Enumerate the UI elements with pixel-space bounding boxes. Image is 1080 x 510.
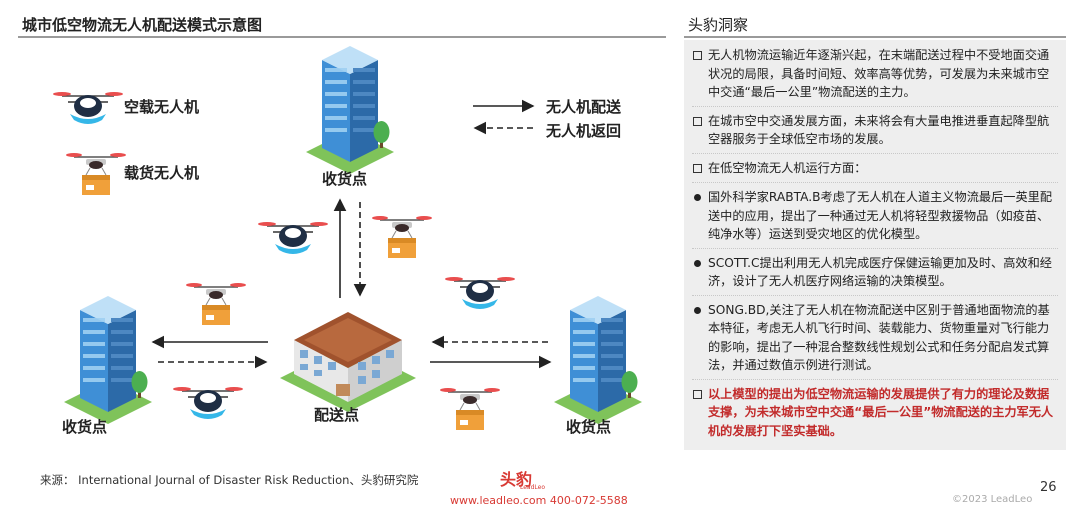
delivery-mode-diagram: 空载无人机 载货无人机 无人机配送 无人机返回 收货点 收货点 收货点 配送点 (18, 40, 666, 460)
insight-text: 以上模型的提出为低空物流运输的发展提供了有力的理论及数据支撑，为未来城市空中交通… (708, 386, 1054, 438)
brand-logo: 头豹 (500, 470, 533, 489)
contact-info[interactable]: www.leadleo.com 400-072-5588 (450, 494, 628, 507)
checkbox-bullet-icon (692, 116, 702, 126)
insight-text: 在低空物流无人机运行方面： (708, 160, 867, 175)
receive-point-top-building (306, 46, 394, 174)
dot-bullet-icon (693, 194, 701, 201)
legend-cargo-drone-icon (65, 152, 127, 196)
right-title: 头豹洞察 (688, 16, 749, 34)
insight-text: 国外科学家RABTA.B考虑了无人机在人道主义物流最后一英里配送中的应用，提出了… (708, 190, 1053, 241)
legend-delivery-label: 无人机配送 (546, 98, 622, 116)
insight-item: SCOTT.C提出利用无人机完成医疗保健运输更加及时、高效和经济，设计了无人机医… (692, 254, 1058, 296)
receive-point-left-label: 收货点 (62, 418, 108, 436)
legend-empty-drone-icon (52, 91, 124, 125)
insight-panel: 无人机物流运输近年逐渐兴起，在末端配送过程中不受地面交通状况的局限，具备时间短、… (684, 40, 1066, 450)
copyright: ©2023 LeadLeo (952, 494, 1033, 505)
dot-bullet-icon (693, 306, 701, 314)
brand-logo-sub: LeadLeo (520, 484, 546, 491)
page-number: 26 (1040, 480, 1057, 495)
checkbox-bullet-icon (692, 163, 702, 173)
cargo-drone-icon (185, 282, 247, 326)
insight-item: 在城市空中交通发展方面，未来将会有大量电推进垂直起降型航空器服务于全球低空市场的… (692, 112, 1058, 154)
receive-point-left-building (64, 296, 152, 424)
left-title-rule (18, 36, 666, 38)
insight-text: SCOTT.C提出利用无人机完成医疗保健运输更加及时、高效和经济，设计了无人机医… (708, 255, 1052, 289)
right-title-rule (684, 36, 1066, 38)
insight-text: SONG.BD,关注了无人机在物流配送中区别于普通地面物流的基本特征，考虑无人机… (708, 302, 1050, 373)
dot-bullet-icon (693, 259, 701, 267)
insight-text: 无人机物流运输近年逐渐兴起，在末端配送过程中不受地面交通状况的局限，具备时间短、… (708, 48, 1050, 99)
empty-drone-icon (257, 221, 329, 255)
hub-label: 配送点 (314, 406, 360, 424)
diagram-canvas (52, 46, 642, 431)
receive-point-top-label: 收货点 (322, 170, 368, 188)
receive-point-right-building (554, 296, 642, 424)
checkbox-bullet-icon (692, 389, 702, 399)
insight-item: 无人机物流运输近年逐渐兴起，在末端配送过程中不受地面交通状况的局限，具备时间短、… (692, 46, 1058, 107)
cargo-drone-icon (371, 215, 433, 259)
insight-item-highlight: 以上模型的提出为低空物流运输的发展提供了有力的理论及数据支撑，为未来城市空中交通… (692, 385, 1058, 445)
source-note: 来源： International Journal of Disaster Ri… (40, 473, 419, 487)
legend-return-label: 无人机返回 (546, 122, 622, 140)
insight-item: 在低空物流无人机运行方面： (692, 159, 1058, 183)
legend-cargo-drone-label: 载货无人机 (124, 164, 200, 182)
hub-building (280, 312, 416, 412)
checkbox-bullet-icon (692, 51, 702, 60)
receive-point-right-label: 收货点 (566, 418, 612, 436)
legend-empty-drone-label: 空载无人机 (124, 98, 200, 116)
cargo-drone-icon (439, 387, 501, 431)
empty-drone-icon (172, 386, 244, 420)
insight-text: 在城市空中交通发展方面，未来将会有大量电推进垂直起降型航空器服务于全球低空市场的… (708, 113, 1050, 147)
left-title: 城市低空物流无人机配送模式示意图 (22, 16, 263, 34)
empty-drone-icon (444, 276, 516, 310)
insight-item: SONG.BD,关注了无人机在物流配送中区别于普通地面物流的基本特征，考虑无人机… (692, 301, 1058, 380)
insight-item: 国外科学家RABTA.B考虑了无人机在人道主义物流最后一英里配送中的应用，提出了… (692, 188, 1058, 249)
